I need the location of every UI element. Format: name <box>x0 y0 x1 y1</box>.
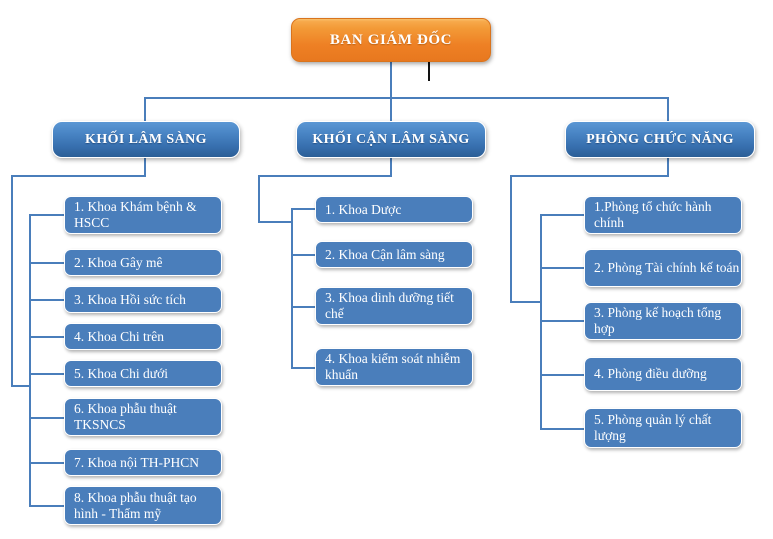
leaf-label: 3. Khoa Hồi sức tích <box>74 291 186 307</box>
node-khoi-can-lam-sang[interactable]: KHỐI CẬN LÂM SÀNG <box>296 121 486 158</box>
leaf-label: 6. Khoa phẫu thuật TKSNCS <box>74 401 177 432</box>
connector-col1-head-stem <box>144 157 146 175</box>
connector-col2-item-1 <box>291 208 316 210</box>
leaf-label: 5. Phòng quản lý chất lượng <box>594 412 712 443</box>
connector-col3-item-1 <box>540 214 585 216</box>
connector-col1-item-6 <box>29 417 65 419</box>
leaf-label: 4. Phòng điều dưỡng <box>594 366 707 382</box>
leaf-label: 8. Khoa phẫu thuật tạo hình - Thẩm mỹ <box>74 489 197 521</box>
connector-col1-outer-spine <box>11 175 13 387</box>
leaf-label: 1. Khoa Khám bệnh & HSCC <box>74 199 197 230</box>
connector-col1-item-4 <box>29 336 65 338</box>
leaf-label: 3. Phòng kế hoạch tổng hợp <box>594 305 722 336</box>
connector-col1-outer-bottom <box>11 385 31 387</box>
connector-col2-outer-top <box>258 175 392 177</box>
text-cursor-artifact <box>428 62 430 81</box>
node-ban-giam-doc[interactable]: BAN GIÁM ĐỐC <box>291 18 491 62</box>
connector-col2-item-3 <box>291 306 316 308</box>
connector-col3-outer-spine <box>510 175 512 303</box>
node-phong-chuc-nang[interactable]: PHÒNG CHỨC NĂNG <box>565 121 755 158</box>
node-label: BAN GIÁM ĐỐC <box>329 31 453 48</box>
connector-col2-inner-spine <box>291 208 293 368</box>
connector-root-stem <box>390 60 392 98</box>
connector-col3-item-2 <box>540 267 585 269</box>
connector-col3-head-stem <box>667 157 669 175</box>
leaf-col1-item-1[interactable]: 1. Khoa Khám bệnh & HSCC <box>64 196 222 234</box>
connector-col3-outer-top <box>510 175 669 177</box>
connector-col3-item-3 <box>540 320 585 322</box>
connector-bus-to-phong-chuc-nang <box>667 97 669 121</box>
connector-col2-item-2 <box>291 254 316 256</box>
connector-col2-outer-bottom <box>258 221 293 223</box>
connector-col1-item-5 <box>29 373 65 375</box>
leaf-col1-item-4[interactable]: 4. Khoa Chi trên <box>64 323 222 350</box>
connector-bus-to-khoi-can-lam-sang <box>390 97 392 121</box>
connector-col1-inner-spine <box>29 214 31 506</box>
leaf-col1-item-2[interactable]: 2. Khoa Gây mê <box>64 249 222 276</box>
leaf-col2-item-2[interactable]: 2. Khoa Cận lâm sàng <box>315 241 473 268</box>
leaf-col3-item-5[interactable]: 5. Phòng quản lý chất lượng <box>584 408 742 448</box>
leaf-col2-item-1[interactable]: 1. Khoa Dược <box>315 196 473 223</box>
leaf-col2-item-3[interactable]: 3. Khoa dinh dưỡng tiết chế <box>315 287 473 325</box>
connector-col2-item-4 <box>291 367 316 369</box>
leaf-label: 4. Khoa Chi trên <box>74 328 164 344</box>
leaf-label: 5. Khoa Chi dưới <box>74 365 168 381</box>
leaf-label: 2. Khoa Gây mê <box>74 254 163 270</box>
connector-bus-to-khoi-lam-sang <box>144 97 146 121</box>
leaf-col1-item-3[interactable]: 3. Khoa Hồi sức tích <box>64 286 222 313</box>
node-label: KHỐI LÂM SÀNG <box>85 131 207 147</box>
node-label: KHỐI CẬN LÂM SÀNG <box>312 131 470 147</box>
leaf-col3-item-2[interactable]: 2. Phòng Tài chính kế toán <box>584 249 742 287</box>
leaf-col1-item-8[interactable]: 8. Khoa phẫu thuật tạo hình - Thẩm mỹ <box>64 486 222 525</box>
connector-col2-head-stem <box>390 157 392 175</box>
leaf-col1-item-6[interactable]: 6. Khoa phẫu thuật TKSNCS <box>64 398 222 436</box>
leaf-label: 7. Khoa nội TH-PHCN <box>74 454 200 470</box>
connector-col1-item-3 <box>29 299 65 301</box>
leaf-label: 3. Khoa dinh dưỡng tiết chế <box>325 290 454 321</box>
leaf-col2-item-4[interactable]: 4. Khoa kiểm soát nhiễm khuẩn <box>315 348 473 386</box>
leaf-col1-item-5[interactable]: 5. Khoa Chi dưới <box>64 360 222 387</box>
connector-col1-item-2 <box>29 262 65 264</box>
connector-col3-outer-bottom <box>510 301 542 303</box>
connector-col3-item-4 <box>540 374 585 376</box>
connector-col1-item-8 <box>29 505 65 507</box>
leaf-label: 2. Phòng Tài chính kế toán <box>594 260 740 276</box>
connector-col1-item-1 <box>29 214 65 216</box>
node-label: PHÒNG CHỨC NĂNG <box>586 131 734 147</box>
leaf-label: 2. Khoa Cận lâm sàng <box>325 246 445 262</box>
connector-col1-outer-top <box>11 175 146 177</box>
leaf-label: 4. Khoa kiểm soát nhiễm khuẩn <box>325 351 461 382</box>
leaf-col3-item-4[interactable]: 4. Phòng điều dưỡng <box>584 357 742 391</box>
connector-col1-item-7 <box>29 462 65 464</box>
connector-col3-item-5 <box>540 428 585 430</box>
node-khoi-lam-sang[interactable]: KHỐI LÂM SÀNG <box>52 121 240 158</box>
leaf-col3-item-3[interactable]: 3. Phòng kế hoạch tổng hợp <box>584 302 742 340</box>
leaf-label: 1.Phòng tổ chức hành chính <box>594 199 712 230</box>
leaf-col1-item-7[interactable]: 7. Khoa nội TH-PHCN <box>64 449 222 476</box>
connector-root-bus <box>144 97 669 99</box>
leaf-label: 1. Khoa Dược <box>325 201 402 217</box>
leaf-col3-item-1[interactable]: 1.Phòng tổ chức hành chính <box>584 196 742 234</box>
connector-col2-outer-spine <box>258 175 260 223</box>
